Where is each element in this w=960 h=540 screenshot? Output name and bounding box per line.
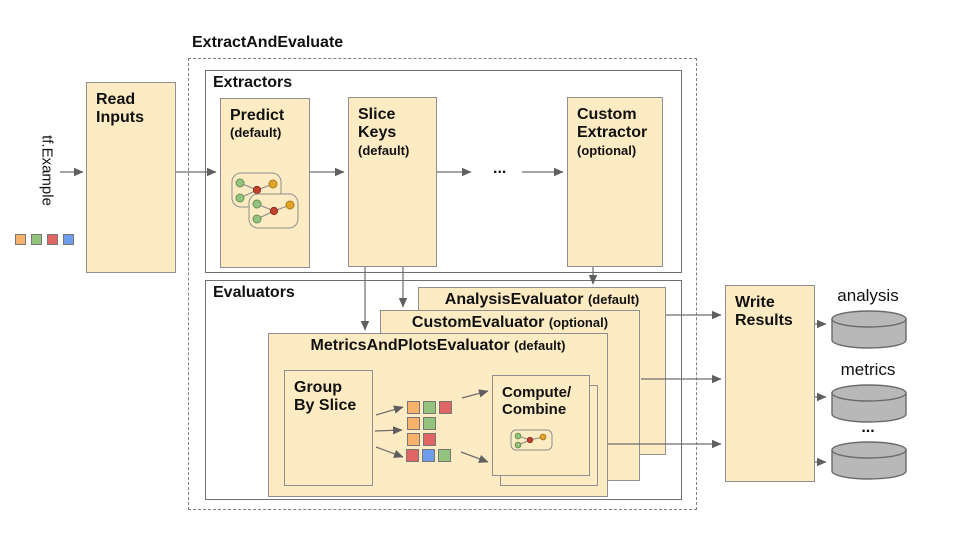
orange-square: [407, 433, 420, 446]
pipeline-title: ExtractAndEvaluate: [192, 34, 344, 51]
more-outputs-label: ...: [861, 419, 875, 436]
model-graph-icon: [231, 172, 299, 229]
slice-row: [407, 417, 439, 431]
orange-square: [407, 417, 420, 430]
green-square: [438, 449, 451, 462]
evaluators-label: Evaluators: [213, 284, 295, 301]
metrics-database-icon: [831, 384, 907, 423]
predict-qualifier: (default): [230, 125, 282, 141]
custom-extractor-qualifier: (optional): [577, 142, 637, 158]
write-results-box: Write Results: [725, 285, 815, 482]
compute-combine-label: Compute/ Combine: [502, 384, 572, 419]
predict-title: Predict: [230, 107, 285, 124]
tf-example-label: tf.Example: [38, 135, 56, 206]
extract-and-evaluate-container: [188, 58, 697, 510]
slice-row: [407, 401, 455, 415]
more-database-icon: [831, 441, 907, 480]
slice-row: [407, 433, 439, 447]
red-square: [406, 449, 419, 462]
custom-evaluator-qualifier: (optional): [548, 315, 609, 330]
custom-extractor-title: Custom Extractor: [577, 106, 648, 142]
red-square: [47, 234, 58, 245]
compute-combine-box: Compute/ Combine: [492, 375, 590, 476]
read-inputs-label: Read Inputs: [96, 91, 144, 127]
write-results-label: Write Results: [735, 294, 793, 330]
green-square: [31, 234, 42, 245]
green-square: [423, 401, 436, 414]
orange-square: [15, 234, 26, 245]
analysis-output-label: analysis: [837, 286, 899, 305]
group-by-slice-label: Group By Slice: [294, 379, 357, 415]
metrics-and-plots-evaluator-qualifier: (default): [514, 338, 566, 353]
slice-keys-qualifier: (default): [358, 142, 410, 158]
red-square: [439, 401, 452, 414]
extractors-ellipsis: ...: [493, 160, 507, 177]
blue-square: [422, 449, 435, 462]
extractors-label: Extractors: [213, 74, 293, 91]
custom-evaluator-title: CustomEvaluator: [411, 314, 545, 331]
metrics-and-plots-evaluator-title: MetricsAndPlotsEvaluator: [310, 337, 510, 354]
red-square: [423, 433, 436, 446]
read-inputs-box: Read Inputs: [86, 82, 176, 273]
group-by-slice-box: Group By Slice: [284, 370, 373, 486]
blue-square: [63, 234, 74, 245]
slice-row: [406, 449, 454, 463]
custom-extractor-box: Custom Extractor (optional): [567, 97, 663, 267]
slice-keys-title: Slice Keys: [358, 106, 397, 142]
analysis-evaluator-title: AnalysisEvaluator: [444, 291, 584, 308]
analysis-database-icon: [831, 310, 907, 349]
green-square: [423, 417, 436, 430]
orange-square: [407, 401, 420, 414]
metrics-output-label: metrics: [840, 360, 896, 379]
analysis-evaluator-qualifier: (default): [587, 292, 640, 307]
slice-keys-extractor-box: Slice Keys (default): [348, 97, 437, 267]
combine-graph-icon: [510, 429, 553, 451]
tf-example-legend-squares: [15, 234, 79, 252]
